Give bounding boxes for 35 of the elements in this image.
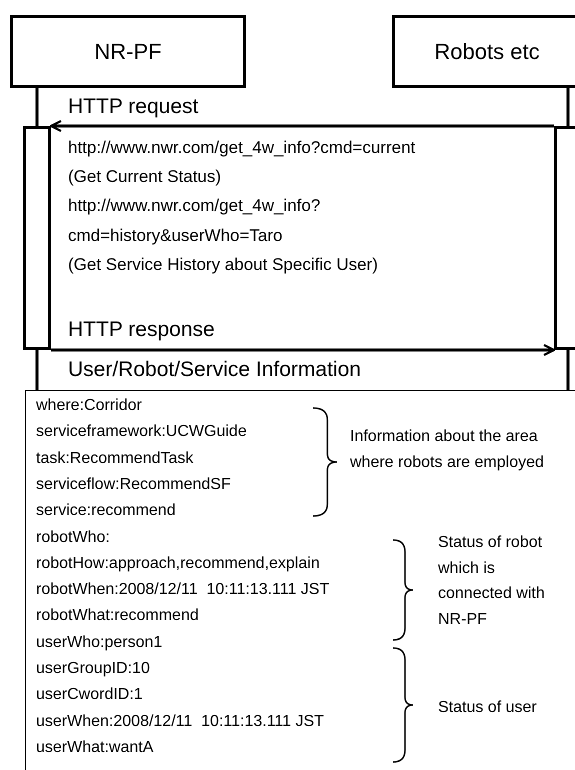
lifeline <box>566 350 570 390</box>
data-field: userWho:person1 <box>36 634 162 652</box>
url-text: http://www.nwr.com/get_4w_info? cmd=history&userWho=Taro <box>68 195 322 247</box>
lifeline <box>36 350 38 390</box>
data-field: task:RecommendTask <box>36 450 194 468</box>
brace-caption: Status of user <box>438 698 538 718</box>
data-field: service:recommend <box>36 502 176 520</box>
data-field: userCwordID:1 <box>36 686 143 704</box>
data-field: where:Corridor <box>36 397 142 415</box>
lifeline <box>36 88 38 126</box>
data-field: userWhen:2008/12/11 10:11:13.111 JST <box>36 712 324 731</box>
participant-box <box>392 15 575 88</box>
arrow <box>50 120 554 132</box>
data-field: robotWhat:recommend <box>36 607 199 626</box>
activation-bar <box>554 126 575 350</box>
participant-box <box>10 15 246 88</box>
data-field: robotWhen:2008/12/11 10:11:13.111 JST <box>36 581 330 600</box>
brace-caption: Status of robot which is connected with NR-PF <box>438 533 546 630</box>
url-text: http://www.nwr.com/get_4w_info?cmd=current <box>68 137 416 159</box>
participant-name: Robots etc <box>434 38 540 64</box>
message-text: User/Robot/Service Information <box>68 357 361 383</box>
data-field: serviceframework:UCWGuide <box>36 423 247 442</box>
data-field: robotWho: <box>36 528 110 546</box>
participant-name: NR-PF <box>94 38 162 64</box>
description-text: (Get Current Status) <box>68 166 222 188</box>
data-field: userGroupID:10 <box>36 660 150 678</box>
data-field: userWhat:wantA <box>36 738 154 757</box>
arrow <box>51 344 556 356</box>
description-text: (Get Service History about Specific User) <box>68 254 378 276</box>
brace-caption: Information about the area where robots are employed <box>350 427 545 473</box>
activation-bar <box>23 126 51 350</box>
lifeline <box>566 88 570 126</box>
data-field: serviceflow:RecommendSF <box>36 476 231 494</box>
data-list-box <box>25 390 575 770</box>
data-field: robotHow:approach,recommend,explain <box>36 554 320 573</box>
